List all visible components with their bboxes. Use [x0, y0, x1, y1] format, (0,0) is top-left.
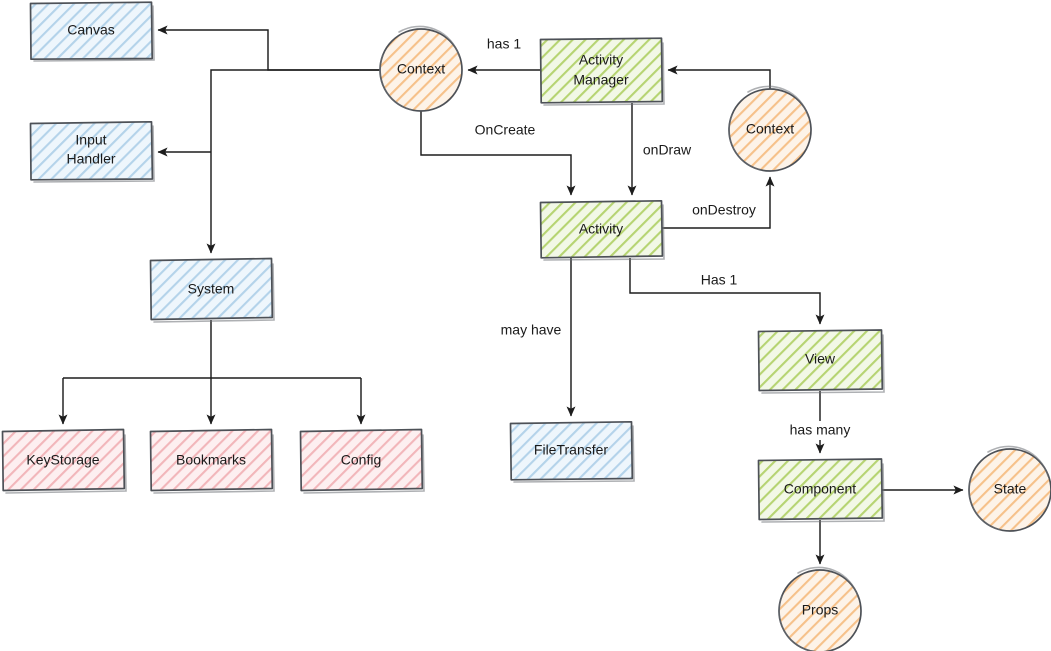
node-context-left[interactable]: Context: [379, 25, 463, 112]
node-filetransfer-label: FileTransfer: [534, 442, 609, 458]
node-system-label: System: [188, 281, 235, 297]
node-state-label: State: [994, 481, 1027, 497]
edge-label-has-1: has 1: [482, 35, 526, 54]
edge-label-has-many-text: has many: [790, 422, 851, 438]
node-context-left-label: Context: [397, 61, 445, 77]
node-view[interactable]: View: [757, 329, 885, 394]
node-state[interactable]: State: [968, 445, 1051, 532]
node-activity-manager-label-line1: Activity: [579, 52, 623, 68]
edge-labels-layer: has 1 OnCreate onDraw onDestroy Has 1 ma…: [466, 35, 859, 440]
node-component-label: Component: [784, 481, 856, 497]
connectors-layer: [58, 25, 964, 565]
node-keystorage-label: KeyStorage: [26, 452, 99, 468]
edge-label-oncreate-text: OnCreate: [475, 122, 536, 138]
edge-label-has-many: has many: [781, 421, 859, 440]
edge-context-right-to-activity-manager: [667, 65, 771, 89]
edge-activity-has1-to-view: [629, 258, 825, 325]
edge-label-has-1-cap: Has 1: [694, 271, 744, 290]
node-config[interactable]: Config: [299, 428, 425, 494]
node-activity-manager-label-line2: Manager: [573, 72, 629, 88]
node-input-handler[interactable]: Input Handler: [29, 120, 155, 183]
edge-activity-ondestroy-to-context-right: [662, 176, 775, 229]
node-canvas-label: Canvas: [67, 22, 114, 38]
edge-label-ondestroy: onDestroy: [682, 201, 766, 220]
node-activity[interactable]: Activity: [539, 199, 665, 261]
edge-label-may-have: may have: [494, 321, 568, 340]
edge-context-oncreate-to-activity: [420, 110, 576, 196]
node-keystorage[interactable]: KeyStorage: [1, 428, 127, 494]
node-view-label: View: [805, 351, 836, 367]
node-activity-label: Activity: [579, 221, 623, 237]
node-context-right[interactable]: Context: [728, 85, 812, 172]
edge-label-ondestroy-text: onDestroy: [692, 202, 756, 218]
node-context-right-label: Context: [746, 121, 794, 137]
edge-label-has-1-text: has 1: [487, 36, 521, 52]
node-system[interactable]: System: [149, 257, 275, 323]
node-filetransfer[interactable]: FileTransfer: [509, 420, 635, 483]
edge-system-spine: [63, 320, 361, 379]
edge-context-trunk: [210, 69, 380, 152]
node-input-handler-label-line1: Input: [75, 132, 106, 148]
node-input-handler-label-line2: Handler: [66, 151, 115, 167]
edge-label-may-have-text: may have: [501, 322, 562, 338]
edge-label-oncreate: OnCreate: [466, 121, 544, 140]
node-component[interactable]: Component: [757, 458, 885, 523]
node-props-label: Props: [802, 602, 839, 618]
edge-context-to-canvas: [157, 25, 380, 71]
edge-label-has-1-cap-text: Has 1: [701, 272, 738, 288]
edge-label-ondraw: onDraw: [637, 141, 697, 160]
edge-label-ondraw-text: onDraw: [643, 142, 692, 158]
node-bookmarks[interactable]: Bookmarks: [149, 428, 275, 494]
node-activity-manager[interactable]: Activity Manager: [539, 37, 665, 106]
node-props[interactable]: Props: [778, 566, 862, 651]
node-bookmarks-label: Bookmarks: [176, 452, 246, 468]
node-config-label: Config: [341, 452, 381, 468]
node-canvas[interactable]: Canvas: [29, 1, 155, 62]
